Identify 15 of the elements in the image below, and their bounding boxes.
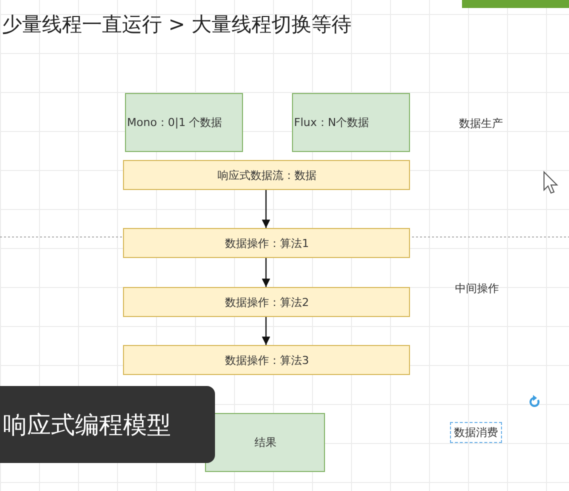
process-box: Flux：N个数据 (292, 93, 410, 152)
arrow (262, 317, 270, 345)
process-box: 数据操作：算法2 (123, 287, 410, 317)
side-label: 数据生产 (459, 116, 503, 131)
result-box: 结果 (205, 413, 325, 472)
caption-banner: 响应式编程模型 (0, 386, 215, 463)
process-box: 响应式数据流：数据 (123, 160, 410, 190)
side-label: 中间操作 (455, 281, 499, 296)
process-box: Mono：0|1 个数据 (125, 93, 243, 152)
arrow (262, 258, 270, 287)
process-box: 数据操作：算法3 (123, 345, 410, 375)
process-box: 数据操作：算法1 (123, 228, 410, 258)
selected-label: 数据消费 (450, 422, 502, 443)
title: 少量线程一直运行 > 大量线程切换等待 (2, 11, 352, 38)
arrow (262, 190, 270, 228)
